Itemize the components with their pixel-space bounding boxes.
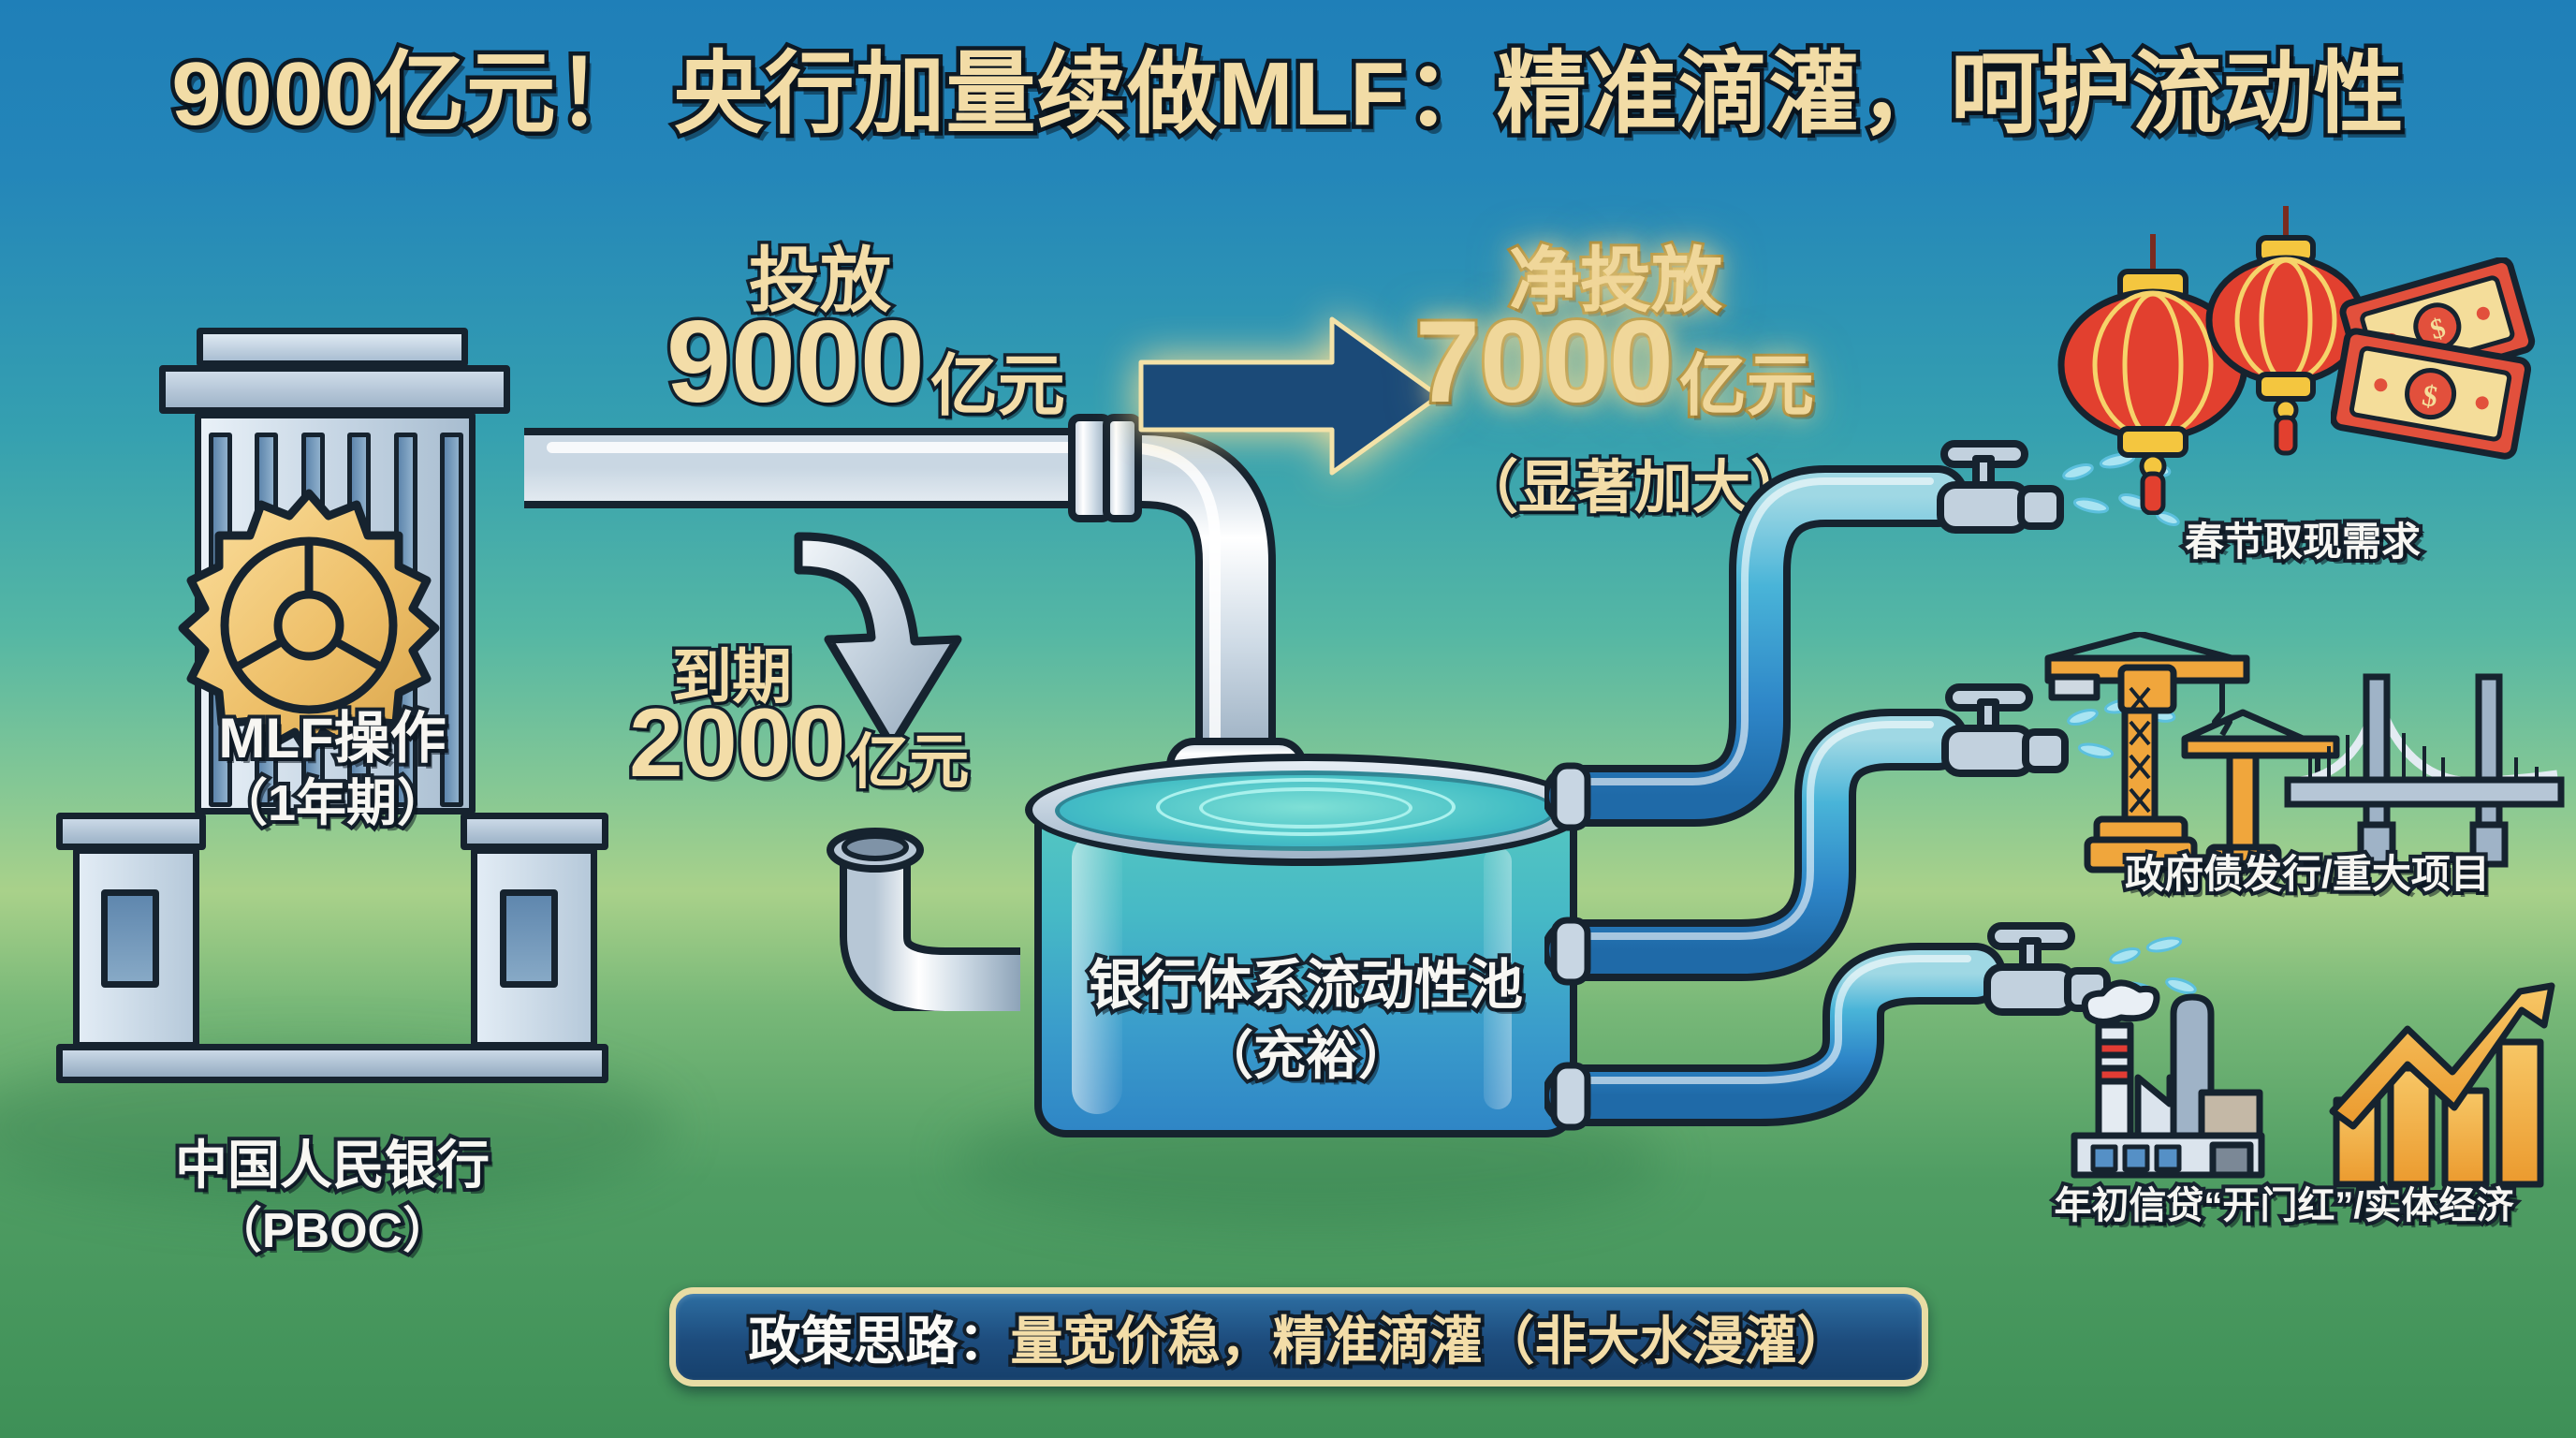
faucet-icon[interactable] (1895, 440, 2073, 562)
net-amount-group: 7000 亿元 (1412, 298, 1817, 427)
factory-icon (2071, 979, 2265, 1179)
lantern-icon (2205, 206, 2366, 456)
pboc-abbr-label: （PBOC） (210, 1200, 455, 1262)
water-ripple-inner (1199, 787, 1412, 829)
tank-gloss (1072, 833, 1122, 1114)
maturity-caption: 到期 (669, 640, 796, 714)
mlf-operation-label: MLF操作 (214, 703, 449, 773)
bridge-icon (2284, 673, 2565, 868)
mlf-tenor-label: （1年期） (213, 771, 451, 835)
maturity-amount-group: 2000 亿元 (625, 689, 973, 798)
outlet-pipes (1544, 465, 2006, 1131)
main-supply-pipe (524, 414, 1307, 801)
drain-pipe (827, 828, 1020, 1011)
banknote-icon: $ $ (2331, 257, 2536, 460)
net-caption: 净投放 (1506, 239, 1725, 324)
page-title: 9000亿元！ 央行加量续做MLF：精准滴灌，呵护流动性 (168, 40, 2408, 149)
building-right-window (500, 889, 558, 988)
tank-gloss-right (1484, 847, 1512, 1109)
inject-amount-group: 9000 亿元 (664, 298, 1069, 427)
lantern-icon (2057, 234, 2248, 515)
pboc-name-label: 中国人民银行 (171, 1132, 493, 1198)
right-arrow-icon (1138, 316, 1442, 476)
faucet-icon[interactable] (1942, 922, 2120, 1044)
inject-caption: 投放 (746, 239, 895, 325)
policy-banner-highlight: 量宽价稳，精准滴灌（非大水漫灌） (1007, 1308, 1853, 1374)
gear-icon (178, 489, 440, 759)
crane-icon (2181, 709, 2340, 873)
inject-amount: 9000 (664, 298, 929, 427)
inject-unit: 亿元 (927, 349, 1068, 424)
crane-icon (2044, 632, 2250, 873)
building-cornice (159, 365, 510, 414)
tank-label-line2: （充裕） (1197, 1022, 1414, 1089)
growth-chart-icon (2329, 982, 2555, 1188)
outlet-label-govt-bonds-projects: 政府债发行/重大项目 (2121, 848, 2494, 900)
building-left-wing-cap (56, 813, 206, 850)
building-right-wing-cap (461, 813, 608, 850)
faucet-icon[interactable] (1900, 683, 2078, 805)
policy-banner: 政策思路： 量宽价稳，精准滴灌（非大水漫灌） (669, 1287, 1928, 1387)
net-amount: 7000 (1412, 298, 1676, 427)
curved-down-arrow-icon (794, 532, 962, 751)
building-left-window (101, 889, 159, 988)
maturity-unit: 亿元 (846, 728, 973, 796)
outlet-label-spring-festival-cash: 春节取现需求 (2181, 516, 2424, 567)
water-ripple-outer (1156, 778, 1456, 836)
pboc-building: MLF操作 （1年期） (56, 328, 608, 1114)
outlet-label-new-year-credit: 年初信贷“开门红”/实体经济 (2050, 1181, 2517, 1230)
tank-label-line1: 银行体系流动性池 (1085, 951, 1527, 1020)
building-base (56, 1044, 608, 1083)
policy-banner-prefix: 政策思路： (745, 1308, 1015, 1374)
maturity-amount: 2000 (625, 689, 848, 798)
liquidity-tank: 银行体系流动性池 （充裕） (1016, 744, 1596, 1147)
building-roof-cap (197, 328, 468, 367)
svg-text:$: $ (2420, 377, 2440, 413)
net-unit: 亿元 (1676, 349, 1817, 424)
